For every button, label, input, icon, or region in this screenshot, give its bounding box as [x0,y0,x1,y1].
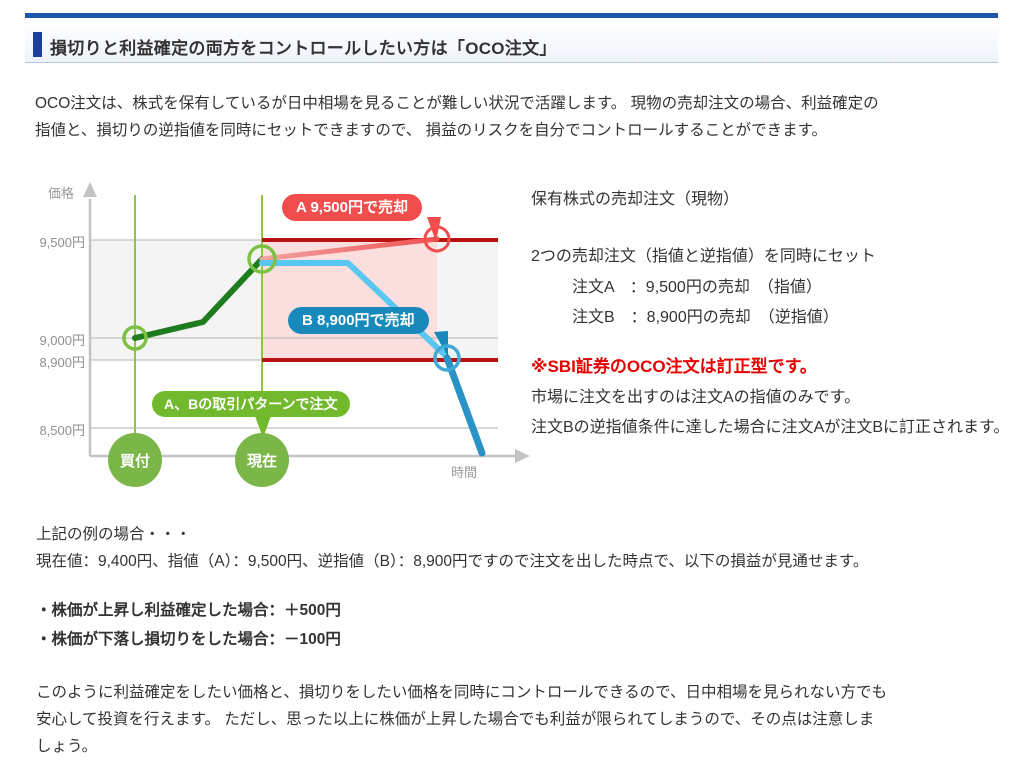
intro-paragraph: OCO注文は、株式を保有しているが日中相場を見ることが難しい状況で活躍します。 … [35,90,1005,144]
tick-9000: 9,000円 [39,333,85,348]
y-axis-arrow-icon [83,182,97,197]
marker-now: 現在 [235,433,289,487]
profit-case-line: ・株価が上昇し利益確定した場合：＋500円 [36,602,341,619]
tick-9500: 9,500円 [39,235,85,250]
sbi-correction-note: ※SBI証券のOCO注文は訂正型です。 [531,357,817,376]
x-axis-label: 時間 [451,465,478,480]
header-top-rule [25,13,998,18]
section-heading-band: 損切りと利益確定の両方をコントロールしたい方は「OCO注文」 [25,28,998,63]
conclusion-paragraph: このように利益確定をしたい価格と、損切りをしたい価格を同時にコントロールできるの… [36,679,1006,760]
example-intro-line: 上記の例の場合・・・ [36,526,192,543]
badge-order-tail [255,416,271,438]
loss-case-line: ・株価が下落し損切りをした場合：－100円 [36,631,341,648]
tick-8500: 8,500円 [39,423,85,438]
y-axis-label: 価格 [48,186,75,201]
badge-order-pattern: A、Bの取引パターンで注文 [152,391,350,417]
pattern-a-line [259,236,440,262]
intro-line-2: 指値と、損切りの逆指値を同時にセットできますので、 損益のリスクを自分でコントロ… [35,122,828,139]
badge-a-tail [427,217,441,242]
conclusion-line-1: このように利益確定をしたい価格と、損切りをしたい価格を同時にコントロールできるの… [36,684,887,701]
price-history-line [132,256,265,341]
badge-sell-a: A 9,500円で売却 [282,194,422,221]
conclusion-line-2: 安心して投資を行えます。 ただし、思った以上に株価が上昇した場合でも利益が限られ… [36,711,875,728]
order-a-line: 注文A ：9,500円の売却 （指値） [572,279,822,296]
marker-buy: 買付 [108,433,162,487]
sell-a-point-circle [423,225,451,253]
tick-8900: 8,900円 [39,355,85,370]
oco-pattern-diagram: 価格 時間 9,500円 9,000円 8,900円 8,500円 A 9,50… [30,175,542,500]
pattern-b-drop-line [443,354,486,457]
order-b-line: 注文B ：8,900円の売却 （逆指値） [572,309,839,326]
x-axis-arrow-icon [515,449,530,463]
sell-b-point-circle [433,344,461,372]
now-point-circle [247,244,277,274]
correction-detail-note: 注文Bの逆指値条件に達した場合に注文Aが注文Bに訂正されます。 [531,419,1010,436]
two-orders-line: 2つの売却注文（指値と逆指値）を同時にセット [531,248,876,265]
buy-point-circle [122,325,148,351]
badge-sell-b: B 8,900円で売却 [288,307,429,334]
conclusion-line-3: しょう。 [36,738,98,755]
intro-line-1: OCO注文は、株式を保有しているが日中相場を見ることが難しい状況で活躍します。 … [35,95,879,112]
holding-sell-order-title: 保有株式の売却注文（現物） [531,191,740,208]
example-values-line: 現在値：9,400円、指値（A）：9,500円、逆指値（B）：8,900円ですの… [36,553,869,570]
page-title: 損切りと利益確定の両方をコントロールしたい方は「OCO注文」 [50,39,557,58]
diagram-canvas [83,182,530,463]
heading-accent-bar [33,32,42,57]
market-order-note: 市場に注文を出すのは注文Aの指値のみです。 [531,389,861,406]
badge-b-tail [434,331,448,357]
